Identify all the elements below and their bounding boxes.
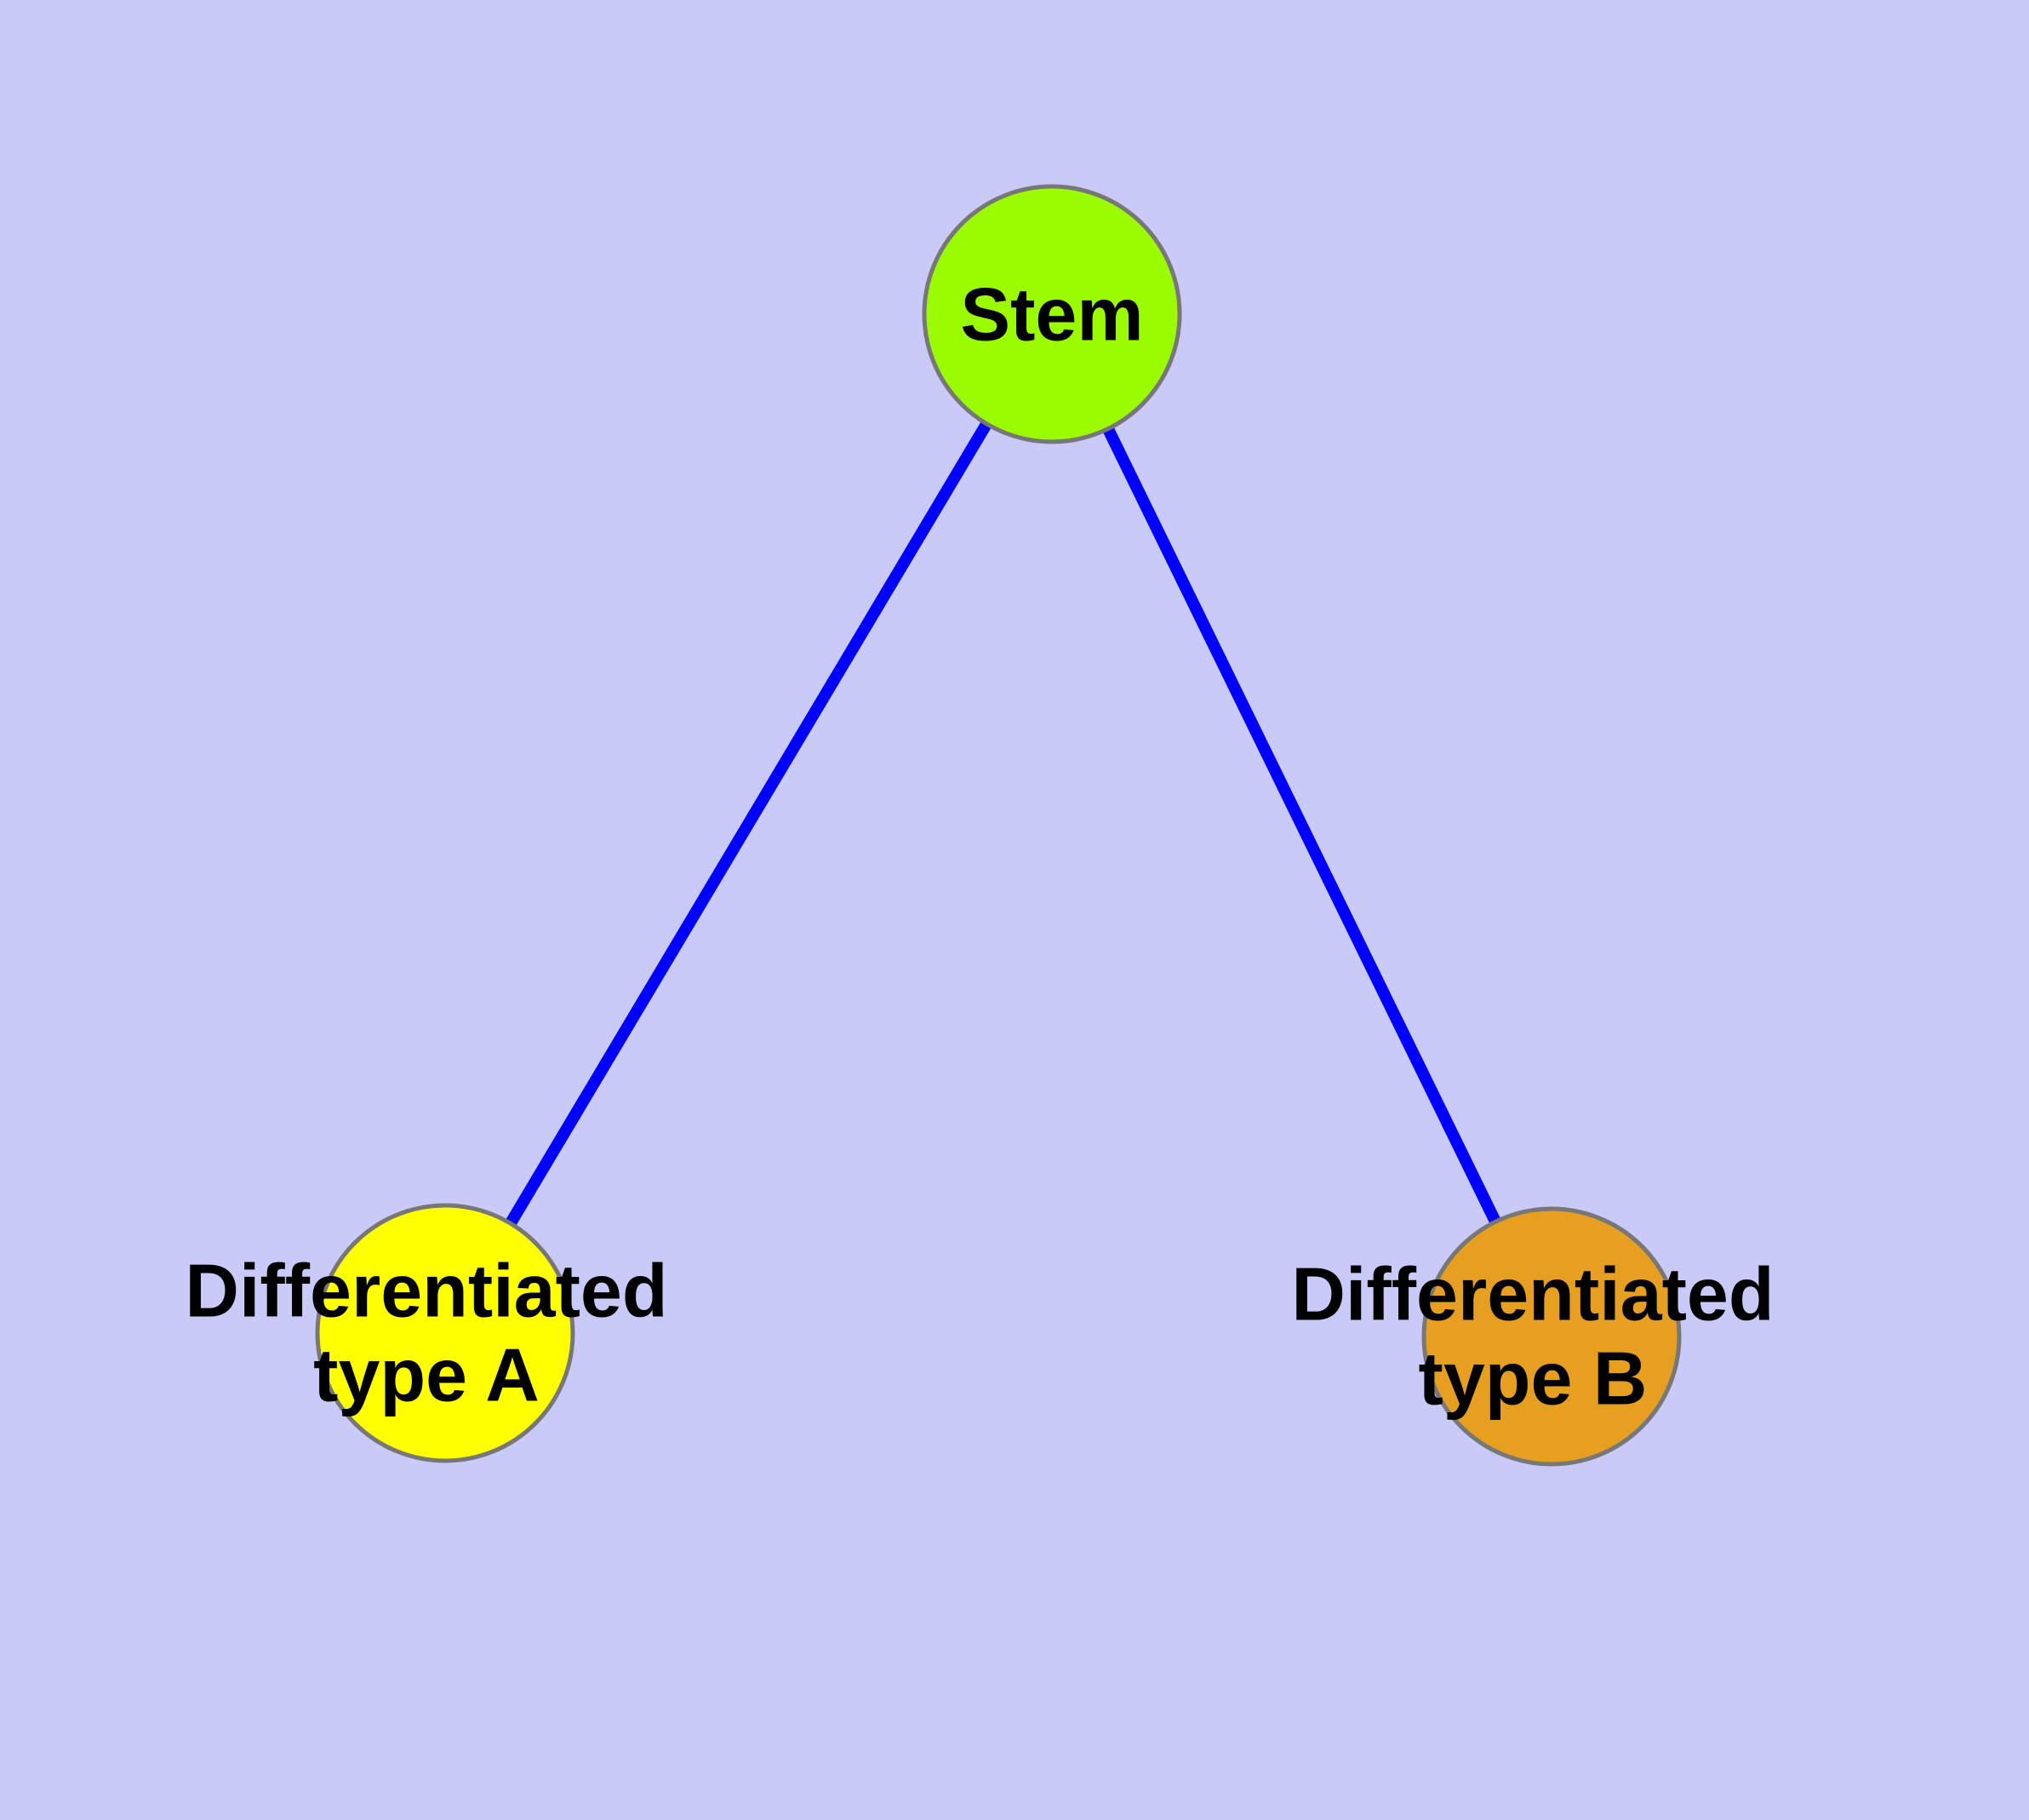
edge-stem-to-type-b bbox=[1046, 311, 1557, 1340]
node-stem-circle bbox=[922, 184, 1182, 444]
node-differentiated-type-b-circle bbox=[1421, 1206, 1682, 1467]
edge-stem-to-type-a bbox=[439, 311, 1058, 1336]
node-differentiated-type-a-circle bbox=[315, 1203, 575, 1463]
